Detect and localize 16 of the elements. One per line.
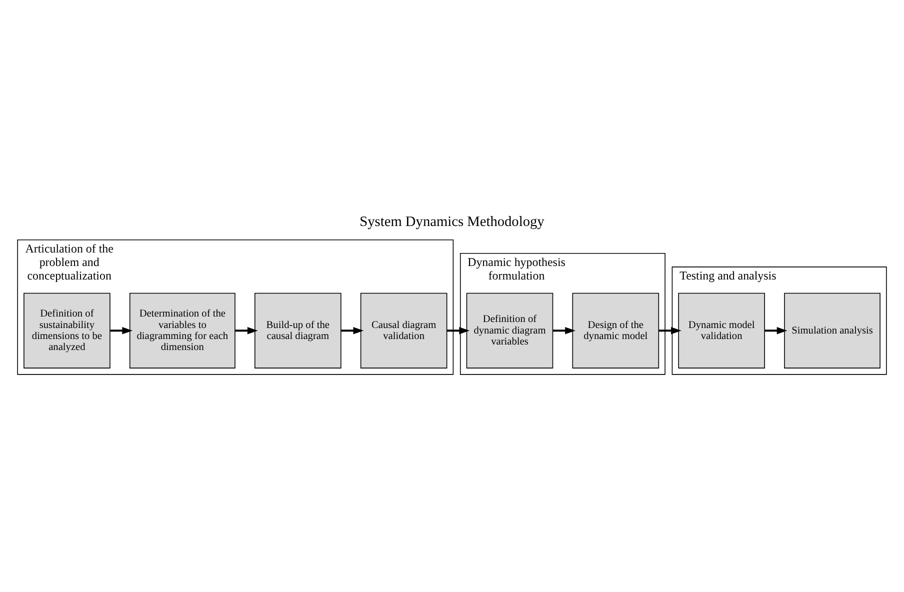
node-box: Definition of sustainability dimensions to be analyzed [24, 292, 110, 368]
node-box: Definition of dynamic diagram variables [466, 292, 554, 368]
node-box: Design of the dynamic model [572, 292, 660, 368]
diagram-title: System Dynamics Methodology [360, 214, 544, 230]
arrow [764, 327, 788, 334]
node-box: Causal diagram validation [360, 292, 448, 368]
node-box: Determination of the variables to diagramming for each dimension [129, 292, 236, 368]
arrow [341, 327, 364, 334]
arrow [552, 327, 576, 334]
node-box: Dynamic model validation [678, 292, 765, 368]
arrow [110, 327, 133, 334]
arrow [235, 327, 258, 334]
arrow [658, 327, 682, 334]
node-box: Simulation analysis [784, 292, 880, 368]
arrow [447, 327, 470, 334]
node-box: Build-up of the causal diagram [254, 292, 342, 368]
